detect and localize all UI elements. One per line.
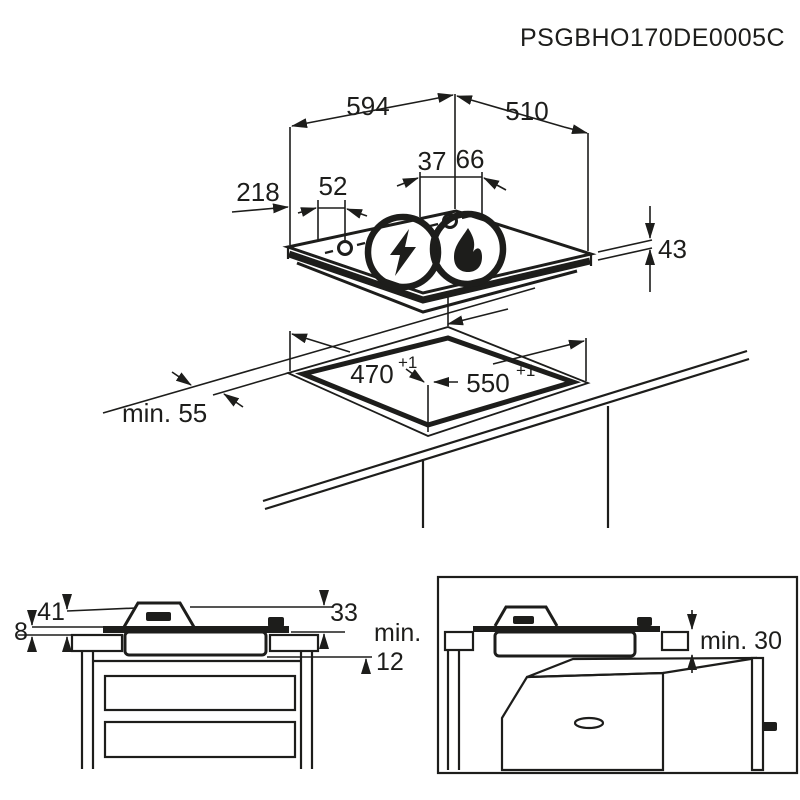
drawer-front [103,674,297,712]
oven-knob [762,722,777,731]
dim-41: 41 [37,598,65,626]
dim-cutout-550: 550 [466,368,509,398]
flame-icon [429,210,507,288]
control-knob-section [268,617,284,627]
dim-min-12: 12 [376,648,404,676]
dim-cutout-550-tol: +1 [516,361,535,380]
worktop-front-edge [262,349,748,503]
drawer-front [103,720,297,759]
dim-cutout-470-tol: +1 [398,353,417,372]
cutout-edge-extension-line [212,372,289,396]
dim-37: 37 [418,146,447,176]
pan-support-section [493,605,559,627]
cabinet-section-view: 41 8 33 min. 12 [14,590,421,769]
oven [500,656,777,772]
oven-side-panel [750,656,765,772]
hob-bottom-outline [296,261,578,314]
dim-218: 218 [236,177,279,207]
oven-front [500,671,665,772]
lightning-icon [364,213,442,291]
dim-33: 33 [330,599,358,627]
overall-dimensions-view: 594 510 218 52 37 66 43 [102,91,687,414]
detail-frame [436,575,799,775]
hob-body-section [123,630,268,657]
dim-min-55: min. 55 [122,398,207,428]
dim-width: 594 [346,91,389,121]
worktop-cutout-view: 470 +1 550 +1 min. 55 [122,296,750,528]
oven-installation-view: min. 30 [436,575,799,775]
cutout-opening-inner [294,335,582,428]
dim-height: 43 [658,234,687,264]
worktop-back-edge-line [102,287,536,414]
dim-min-label: min. [374,619,421,647]
igniter-mark-left [324,240,366,256]
model-code: PSGBHO170DE0005C [520,24,785,52]
dim-min-30: min. 30 [700,627,782,655]
burner-cap-section [513,616,534,624]
cutout-opening-outline [285,326,591,437]
igniter-mark-right [429,213,471,229]
control-knob-section [637,617,652,626]
dim-8: 8 [14,618,28,646]
pan-support-section [122,601,196,628]
dim-cutout-470: 470 [350,359,393,389]
dim-66: 66 [456,144,485,174]
oven-handle [573,716,605,730]
hob-glass-section [473,626,660,632]
hob-glass-section [103,626,289,633]
hob-body-section [493,630,637,658]
hob-side-band [287,250,591,304]
dim-depth: 510 [505,96,548,126]
burner-cap-section [146,612,171,621]
dim-52: 52 [319,171,348,201]
